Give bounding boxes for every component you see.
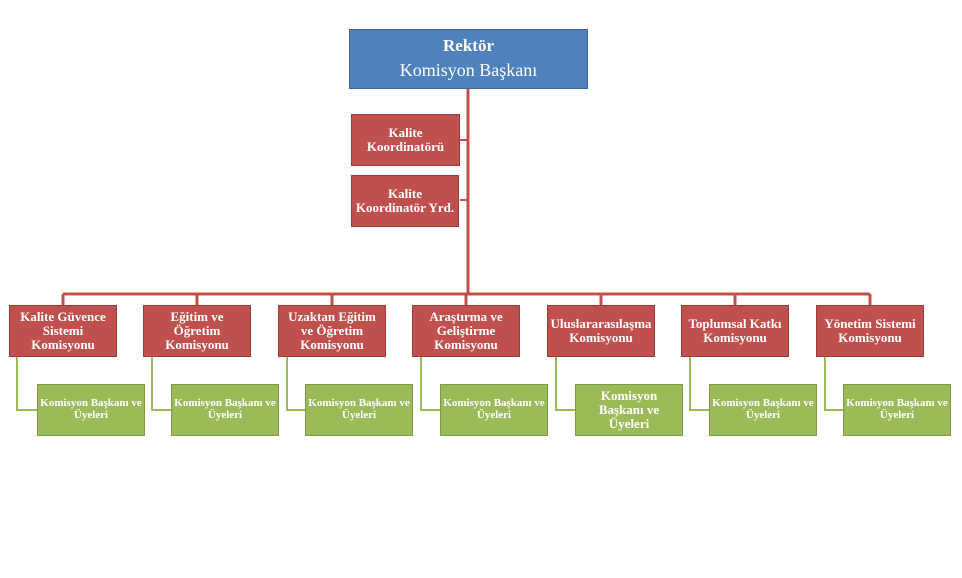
coordinator-label-2: Kalite Koordinatör Yrd. <box>355 185 455 215</box>
member-label-5: Komisyon Başkanı ve Üyeleri <box>598 387 660 432</box>
committee-label-7: Yönetim Sistemi Komisyonu <box>824 315 916 345</box>
committee-label-1: Kalite Güvence Sistemi Komisyonu <box>20 308 106 353</box>
member-box-1: Komisyon Başkanı ve Üyeleri <box>37 384 145 436</box>
member-label-6: Komisyon Başkanı ve Üyeleri <box>712 397 814 421</box>
member-label-2: Komisyon Başkanı ve Üyeleri <box>174 397 276 421</box>
member-label-1: Komisyon Başkanı ve Üyeleri <box>40 397 142 421</box>
committee-label-3: Uzaktan Eğitim ve Öğretim Komisyonu <box>288 308 376 353</box>
member-link-1 <box>16 357 37 411</box>
committee-label-2: Eğitim ve Öğretim Komisyonu <box>165 308 229 353</box>
member-link-2 <box>151 357 171 411</box>
committee-box-7: Yönetim Sistemi Komisyonu <box>816 305 924 357</box>
member-box-2: Komisyon Başkanı ve Üyeleri <box>171 384 279 436</box>
committee-box-4: Araştırma ve Geliştirme Komisyonu <box>412 305 520 357</box>
member-label-4: Komisyon Başkanı ve Üyeleri <box>443 397 545 421</box>
coordinator-label-1: Kalite Koordinatörü <box>366 124 445 154</box>
committee-label-4: Araştırma ve Geliştirme Komisyonu <box>429 308 503 353</box>
member-link-4 <box>420 357 440 411</box>
member-label-7: Komisyon Başkanı ve Üyeleri <box>846 397 948 421</box>
member-label-3: Komisyon Başkanı ve Üyeleri <box>308 397 410 421</box>
rector-subtitle: Komisyon Başkanı <box>399 60 538 81</box>
member-link-7 <box>824 357 843 411</box>
member-box-5: Komisyon Başkanı ve Üyeleri <box>575 384 683 436</box>
member-box-6: Komisyon Başkanı ve Üyeleri <box>709 384 817 436</box>
committee-box-1: Kalite Güvence Sistemi Komisyonu <box>9 305 117 357</box>
committee-box-3: Uzaktan Eğitim ve Öğretim Komisyonu <box>278 305 386 357</box>
member-link-5 <box>555 357 575 411</box>
coordinator-box-2: Kalite Koordinatör Yrd. <box>351 175 459 227</box>
member-box-7: Komisyon Başkanı ve Üyeleri <box>843 384 951 436</box>
committee-box-5: Uluslararasılaşma Komisyonu <box>547 305 655 357</box>
member-box-4: Komisyon Başkanı ve Üyeleri <box>440 384 548 436</box>
rector-box: Rektör Komisyon Başkanı <box>349 29 588 89</box>
committee-label-5: Uluslararasılaşma Komisyonu <box>550 315 652 345</box>
committee-box-6: Toplumsal Katkı Komisyonu <box>681 305 789 357</box>
member-link-6 <box>689 357 709 411</box>
member-box-3: Komisyon Başkanı ve Üyeleri <box>305 384 413 436</box>
coordinator-box-1: Kalite Koordinatörü <box>351 114 460 166</box>
member-link-3 <box>286 357 305 411</box>
committee-label-6: Toplumsal Katkı Komisyonu <box>688 315 782 345</box>
rector-title: Rektör <box>443 36 494 56</box>
committee-box-2: Eğitim ve Öğretim Komisyonu <box>143 305 251 357</box>
